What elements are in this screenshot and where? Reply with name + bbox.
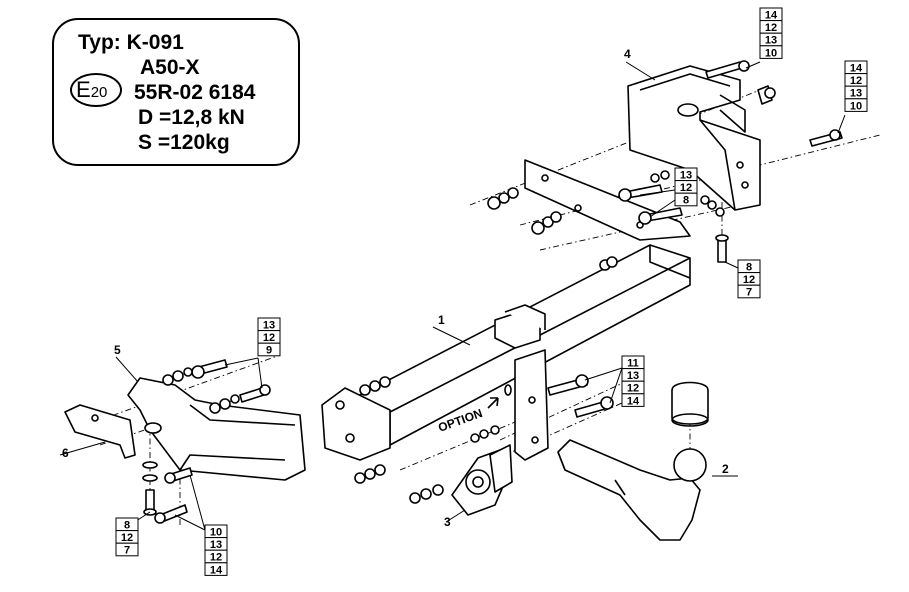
part-5-left-bracket bbox=[127, 377, 306, 481]
e-approval-mark: E20 bbox=[70, 73, 122, 107]
stack-cell bbox=[115, 542, 139, 557]
stack-item-number: 10 bbox=[850, 100, 862, 112]
stack-item-number: 8 bbox=[746, 262, 752, 274]
callout-5: 5 bbox=[114, 343, 121, 357]
leader-lines bbox=[59, 61, 846, 531]
stack-item-number: 13 bbox=[850, 88, 862, 100]
e-mark-letter: E bbox=[76, 77, 91, 102]
callout-6: 6 bbox=[62, 446, 69, 460]
stack-item-number: 8 bbox=[683, 195, 689, 207]
s-value-line: S =120kg bbox=[138, 131, 230, 154]
ball-mount-plate bbox=[514, 349, 549, 461]
callout-1: 1 bbox=[438, 313, 445, 327]
stack-item-number: 14 bbox=[765, 10, 778, 22]
stack-item-number: 13 bbox=[680, 170, 692, 182]
part-callouts: 1 2 3 4 5 6 bbox=[62, 47, 729, 529]
stack-item-number: 7 bbox=[746, 287, 752, 299]
stack-item-number: 12 bbox=[263, 332, 275, 344]
stack-item-number: 12 bbox=[210, 552, 222, 564]
stack-cell bbox=[204, 562, 228, 576]
e-mark-number: 20 bbox=[90, 84, 108, 101]
part-2-ball-neck bbox=[557, 381, 709, 541]
stack-item-number: 11 bbox=[627, 358, 639, 370]
stack-item-number: 14 bbox=[627, 395, 640, 407]
model-line: A50-X bbox=[140, 56, 200, 79]
stack-item-number: 9 bbox=[266, 345, 272, 357]
stack-cell bbox=[674, 192, 698, 207]
stack-item-number: 12 bbox=[121, 532, 133, 544]
stack-item-number: 12 bbox=[850, 75, 862, 87]
stack-item-number: 12 bbox=[627, 383, 639, 395]
approval-line: 55R-02 6184 bbox=[134, 81, 256, 104]
stack-item-number: 13 bbox=[263, 320, 275, 332]
crossbar-end-plate bbox=[321, 387, 391, 461]
stack-item-number: 10 bbox=[765, 47, 777, 59]
callout-4: 4 bbox=[624, 47, 631, 61]
stack-item-number: 7 bbox=[124, 545, 130, 557]
stack-cell bbox=[759, 45, 783, 59]
stack-item-number: 14 bbox=[850, 63, 863, 75]
part-4-bracket bbox=[627, 65, 761, 211]
stack-item-number: 12 bbox=[680, 182, 692, 194]
item-number-stacks: 1412131014121310131288127131291113121481… bbox=[115, 7, 868, 576]
stack-item-number: 13 bbox=[627, 370, 639, 382]
type-line: Typ: K-091 bbox=[78, 31, 184, 54]
stack-item-number: 14 bbox=[210, 564, 223, 576]
stack-item-number: 10 bbox=[210, 527, 222, 539]
part-3-socket-plate bbox=[451, 444, 513, 516]
stack-item-number: 13 bbox=[210, 539, 222, 551]
type-approval-box: Typ: K-091 A50-X 55R-02 6184 D =12,8 kN … bbox=[52, 18, 300, 166]
stack-cell bbox=[257, 342, 281, 357]
stack-item-number: 8 bbox=[124, 520, 130, 532]
callout-2: 2 bbox=[722, 462, 729, 476]
stack-item-number: 12 bbox=[743, 274, 755, 286]
fasteners bbox=[142, 60, 843, 524]
stack-cell bbox=[737, 284, 761, 299]
d-value-line: D =12,8 kN bbox=[138, 106, 245, 129]
part-6-left-plate bbox=[64, 404, 136, 459]
stack-cell bbox=[844, 98, 868, 112]
stack-item-number: 13 bbox=[765, 35, 777, 47]
stack-cell bbox=[621, 393, 645, 407]
callout-3: 3 bbox=[444, 515, 451, 529]
stack-item-number: 12 bbox=[765, 22, 777, 34]
